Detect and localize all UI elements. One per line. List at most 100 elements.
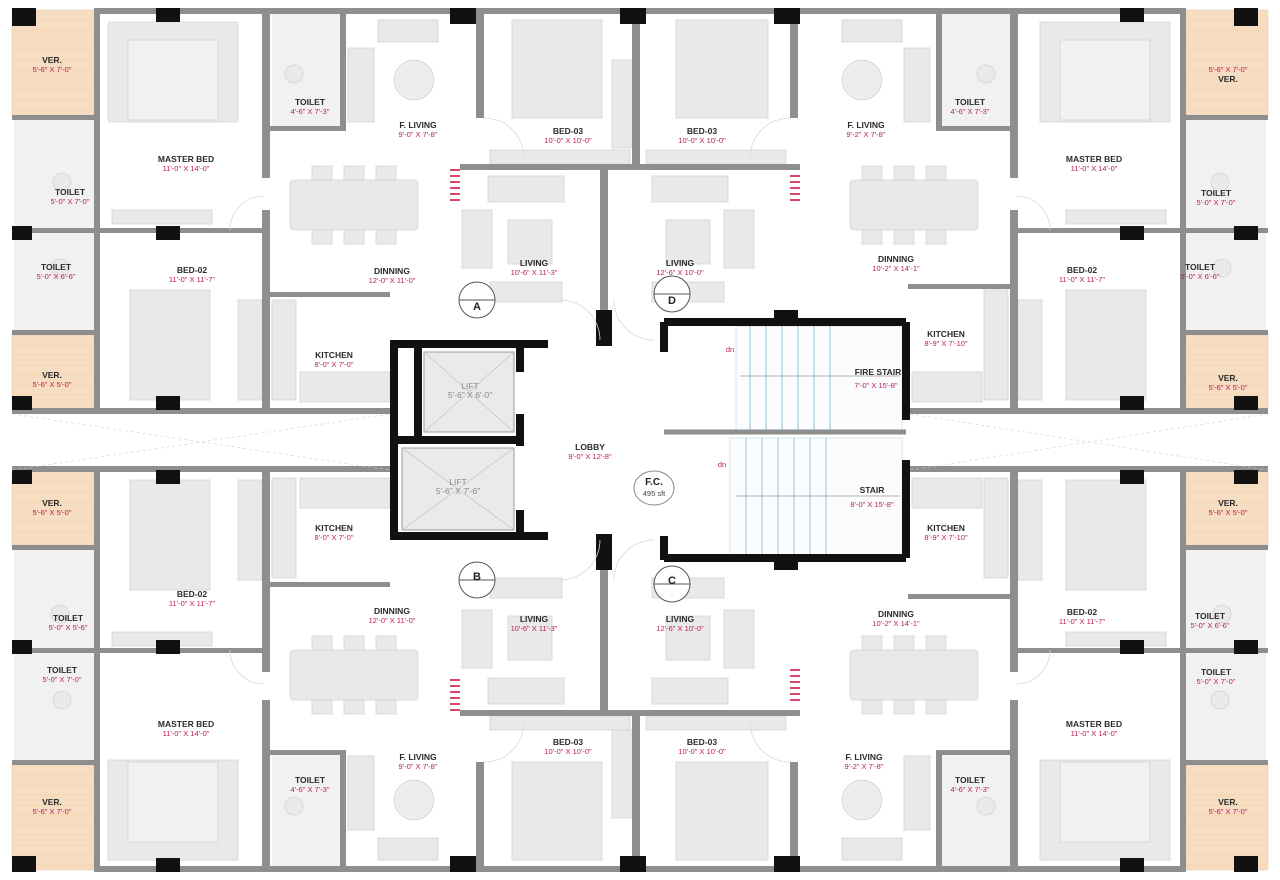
room-dim: 9'-0" X 7'-8": [398, 130, 437, 139]
room-dim: 10'-2" X 14'-1": [872, 619, 920, 628]
stair-dn-mark: dn: [718, 460, 726, 469]
veranda-br-bottom: [1185, 764, 1269, 871]
unit-marker-b: B: [473, 571, 481, 583]
veranda-tl-top: [11, 9, 95, 116]
fc-title: F.C.: [645, 477, 663, 488]
lift-2-name: LIFT: [449, 477, 466, 487]
stairs: [729, 325, 903, 557]
room-dim: 5'-0" X 7'-0": [50, 197, 89, 206]
unit-bl-labels: VER. 5'-6" X 5'-0" KITCHEN 8'-0" X 7'-0"…: [32, 498, 592, 816]
room-name: MASTER BED: [158, 154, 214, 164]
room-dim: 10'-6" X 11'-3": [511, 268, 558, 277]
room-dim: 10'-0" X 10'-0": [544, 747, 592, 756]
room-name: BED-03: [687, 737, 718, 747]
room-dim: 5'-0" X 6'-6": [1190, 621, 1229, 630]
stair-dn-mark: dn: [726, 345, 734, 354]
room-dim: 10'-2" X 14'-1": [872, 264, 920, 273]
room-name: TOILET: [1185, 262, 1216, 272]
room-name: MASTER BED: [1066, 154, 1122, 164]
room-dim: 5'-0" X 7'-0": [42, 675, 81, 684]
guide-lines: [11, 413, 1269, 471]
room-name: LIVING: [666, 258, 695, 268]
room-name: VER.: [1218, 74, 1238, 84]
room-name: DINNING: [374, 266, 410, 276]
room-dim: 5'-0" X 7'-0": [1196, 198, 1235, 207]
door-swings: [229, 117, 1051, 763]
room-name: TOILET: [1201, 188, 1232, 198]
room-dim: 4'-6" X 7'-3": [290, 107, 329, 116]
room-name: VER.: [42, 55, 62, 65]
room-dim: 9'-2" X 7'-8": [844, 762, 883, 771]
room-dim: 4'-6" X 7'-3": [950, 785, 989, 794]
room-dim: 5'-0" X 5'-6": [48, 623, 87, 632]
room-name: KITCHEN: [315, 350, 353, 360]
lobby-dim: 9'-0" X 12'-8": [568, 452, 612, 461]
room-name: KITCHEN: [315, 523, 353, 533]
room-dim: 5'-0" X 6'-6": [36, 272, 75, 281]
stair-name: STAIR: [860, 485, 885, 495]
core-labels: LIFT 5'-6" X 6'-0" LIFT 5'-6" X 7'-6" LO…: [436, 345, 901, 509]
grille-marks: [450, 169, 800, 711]
unit-tr-labels: BED-03 10'-0" X 10'-0" F. LIVING 9'-2" X…: [656, 65, 1248, 392]
veranda-br-top: [1185, 471, 1269, 546]
room-dim: 10'-0" X 10'-0": [544, 136, 592, 145]
room-name: TOILET: [55, 187, 86, 197]
fc-badge: F.C. 495 sft: [633, 470, 675, 506]
room-dim: 5'-6" X 5'-0": [32, 380, 71, 389]
room-dim: 11'-0" X 14'-0": [1071, 164, 1118, 173]
room-dim: 5'-0" X 6'-6": [1180, 272, 1219, 281]
verandas: [11, 9, 1269, 871]
room-name: F. LIVING: [845, 752, 883, 762]
room-name: TOILET: [955, 775, 986, 785]
room-dim: 12'-0" X 11'-0": [369, 616, 416, 625]
unit-marker-c: C: [668, 575, 676, 587]
room-dim: 11'-0" X 11'-7": [169, 275, 216, 284]
room-dim: 12'-0" X 11'-0": [369, 276, 416, 285]
lift-shafts: [401, 351, 515, 531]
veranda-bl-bottom: [11, 764, 95, 871]
room-dim: 5'-6" X 7'-0": [1208, 65, 1247, 74]
room-dim: 5'-6" X 5'-0": [32, 508, 71, 517]
room-name: VER.: [42, 370, 62, 380]
room-name: VER.: [42, 797, 62, 807]
room-name: BED-03: [687, 126, 718, 136]
furniture: [50, 19, 1232, 861]
room-name: LIVING: [520, 614, 549, 624]
room-name: TOILET: [53, 613, 84, 623]
room-name: BED-02: [1067, 607, 1098, 617]
unit-marker-a: A: [473, 301, 481, 313]
room-dim: 12'-6" X 10'-0": [656, 624, 704, 633]
room-dim: 8'-9" X 7'-10": [924, 533, 968, 542]
room-dim: 9'-0" X 7'-8": [398, 762, 437, 771]
room-dim: 11'-0" X 11'-7": [1059, 617, 1106, 626]
room-dim: 5'-6" X 5'-0": [1208, 508, 1247, 517]
room-name: DINNING: [878, 609, 914, 619]
unit-markers: A D B C: [458, 275, 691, 603]
room-name: KITCHEN: [927, 329, 965, 339]
fire-stair-dim: 7'-0" X 15'-8": [854, 381, 898, 390]
room-name: TOILET: [47, 665, 78, 675]
room-name: MASTER BED: [158, 719, 214, 729]
room-dim: 11'-0" X 14'-0": [1071, 729, 1118, 738]
room-name: BED-02: [177, 589, 208, 599]
core-walls: [390, 318, 910, 562]
stair-dim: 8'-0" X 15'-8": [850, 500, 894, 509]
room-name: F. LIVING: [399, 120, 437, 130]
room-dim: 9'-2" X 7'-8": [846, 130, 885, 139]
room-dim: 10'-6" X 11'-3": [511, 624, 558, 633]
room-name: LIVING: [666, 614, 695, 624]
lobby-name: LOBBY: [575, 442, 605, 452]
veranda-bl-top: [11, 471, 95, 546]
room-name: VER.: [1218, 498, 1238, 508]
room-dim: 12'-6" X 10'-0": [656, 268, 704, 277]
room-dim: 10'-0" X 10'-0": [678, 136, 726, 145]
lift-1-dim: 5'-6" X 6'-0": [448, 390, 492, 400]
room-dim: 5'-0" X 7'-0": [1196, 677, 1235, 686]
room-name: TOILET: [955, 97, 986, 107]
room-name: TOILET: [295, 775, 326, 785]
room-dim: 8'-0" X 7'-0": [314, 533, 353, 542]
room-name: TOILET: [1201, 667, 1232, 677]
room-name: VER.: [42, 498, 62, 508]
fire-stair-name: FIRE STAIR: [855, 367, 902, 377]
